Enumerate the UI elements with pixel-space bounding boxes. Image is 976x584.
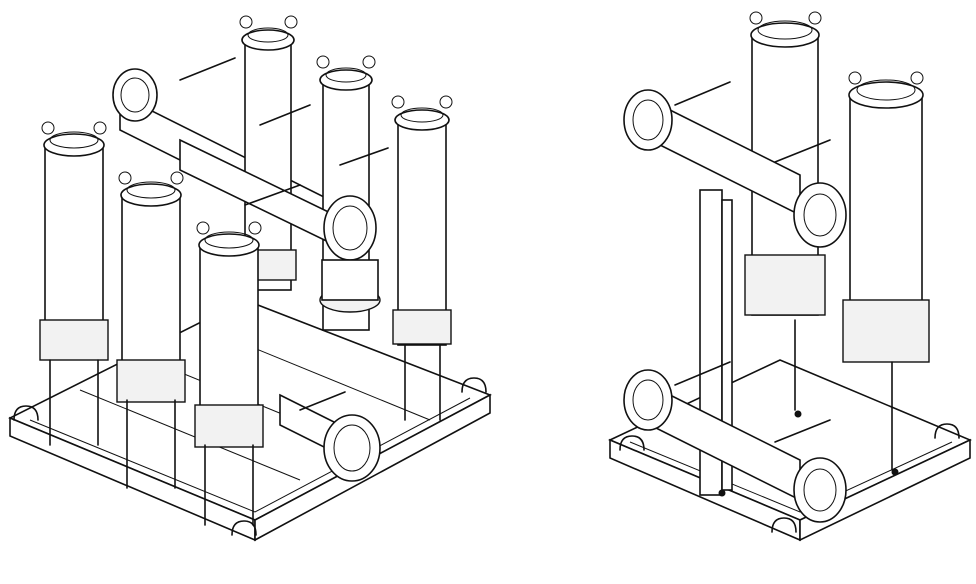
left-vessel-back-3 [391, 95, 453, 421]
left-skid-assembly [8, 15, 492, 542]
right-lower-header-pipe [623, 369, 847, 523]
left-middle-header-pipe [179, 138, 381, 313]
right-skid-assembly [608, 11, 972, 542]
right-anchor-bolts [718, 410, 899, 497]
left-vessel-front-1 [39, 121, 109, 446]
left-vessel-front-3 [194, 221, 264, 526]
right-valve-handles [674, 81, 831, 443]
left-vessel-front-2 [116, 171, 186, 489]
left-valve-handles [179, 57, 389, 411]
right-upper-header-pipe [623, 89, 847, 248]
right-vessel-front [842, 71, 930, 471]
left-outlet-manifold [279, 393, 381, 482]
